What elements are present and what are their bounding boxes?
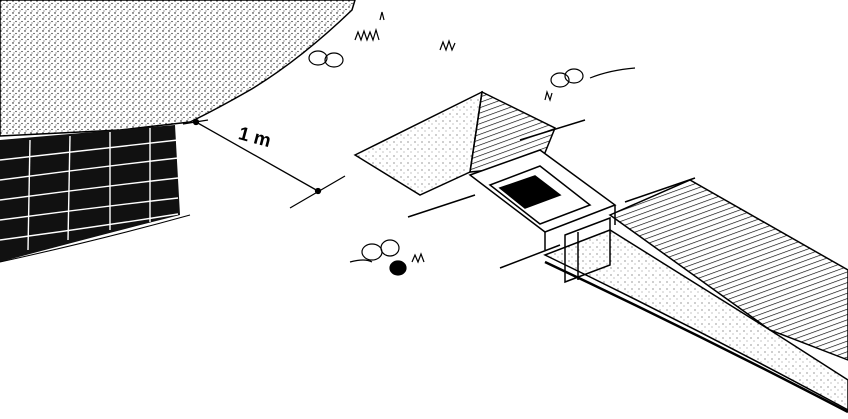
grass-and-stones: [308, 11, 636, 276]
trench-lower-section: [499, 177, 848, 414]
stippled-area: [0, 0, 356, 137]
wattle-fence: [0, 125, 191, 263]
dimension-line: [182, 118, 346, 209]
